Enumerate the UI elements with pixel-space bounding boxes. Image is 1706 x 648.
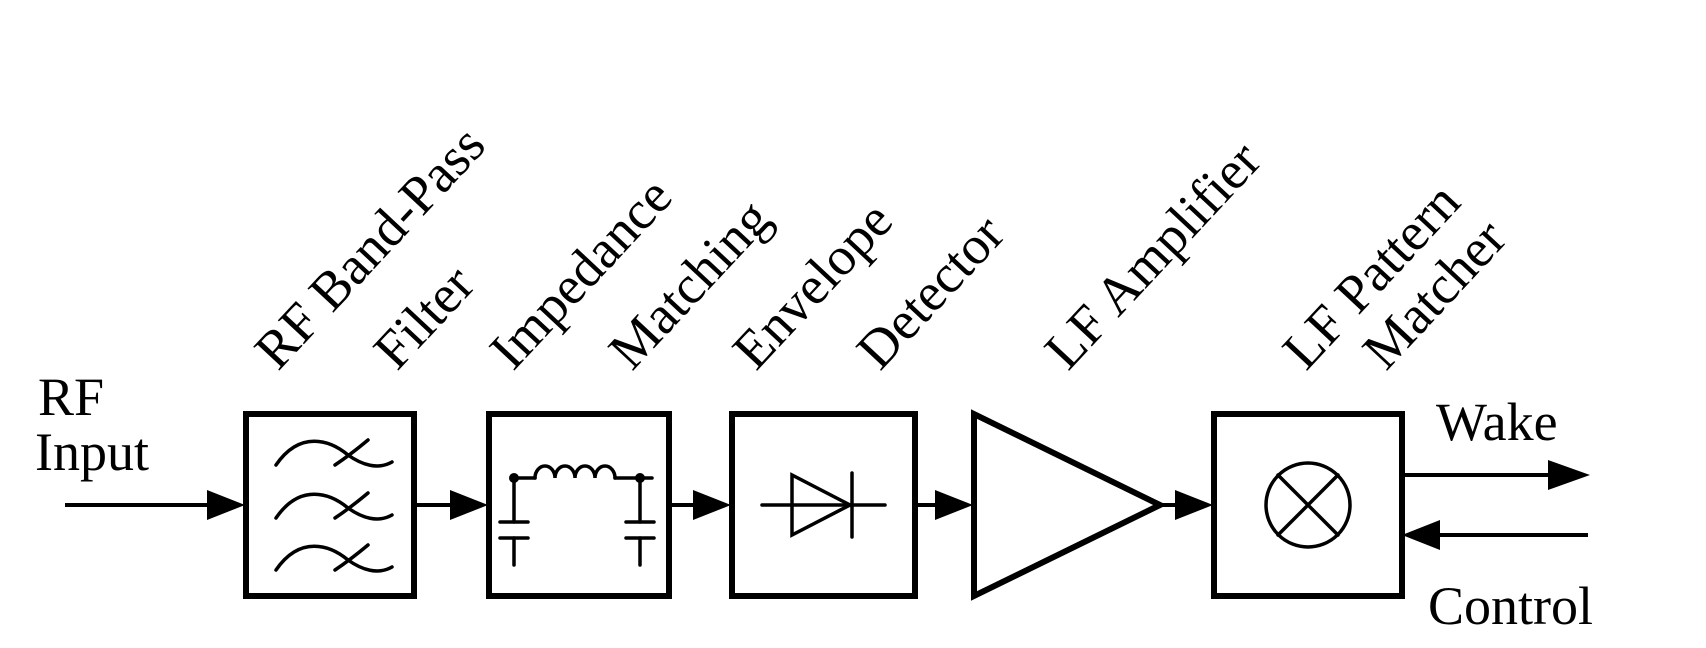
control-label: Control — [1428, 576, 1593, 636]
lf-pattern-matcher-box — [1211, 411, 1405, 599]
connector-arrow-head — [450, 490, 488, 520]
block-labels: RF Band-Pass Filter Impedance Matching E… — [243, 114, 1518, 380]
control-arrow-head — [1402, 520, 1440, 550]
wake-output: Wake — [1402, 392, 1590, 490]
wake-label: Wake — [1436, 392, 1558, 452]
mixer-cross-icon — [1264, 461, 1352, 549]
block-lf-pattern-matcher — [1211, 411, 1405, 599]
rf-input-label-line1: RF — [38, 367, 104, 427]
amplifier-triangle-icon — [971, 409, 1167, 601]
impedance-matching-box — [486, 411, 672, 599]
diode-icon — [760, 471, 887, 539]
connector-arrow-head — [1175, 490, 1213, 520]
block-impedance-matching — [486, 411, 672, 599]
connector-arrow-head — [935, 490, 973, 520]
control-input: Control — [1402, 520, 1593, 636]
rf-input: RF Input — [35, 367, 245, 520]
block-lf-amplifier — [971, 409, 1167, 601]
block-envelope-detector — [729, 411, 918, 599]
connector-arrow-head — [693, 490, 731, 520]
amplifier-label: LF Amplifier — [1033, 130, 1272, 380]
rf-input-label-line2: Input — [35, 422, 149, 482]
input-arrow-head — [207, 490, 245, 520]
lc-network-icon — [498, 464, 656, 567]
block-bandpass-filter — [243, 411, 417, 599]
connectors — [414, 490, 1213, 520]
wake-arrow-head — [1548, 460, 1590, 490]
bandpass-filter-icon — [274, 438, 394, 573]
